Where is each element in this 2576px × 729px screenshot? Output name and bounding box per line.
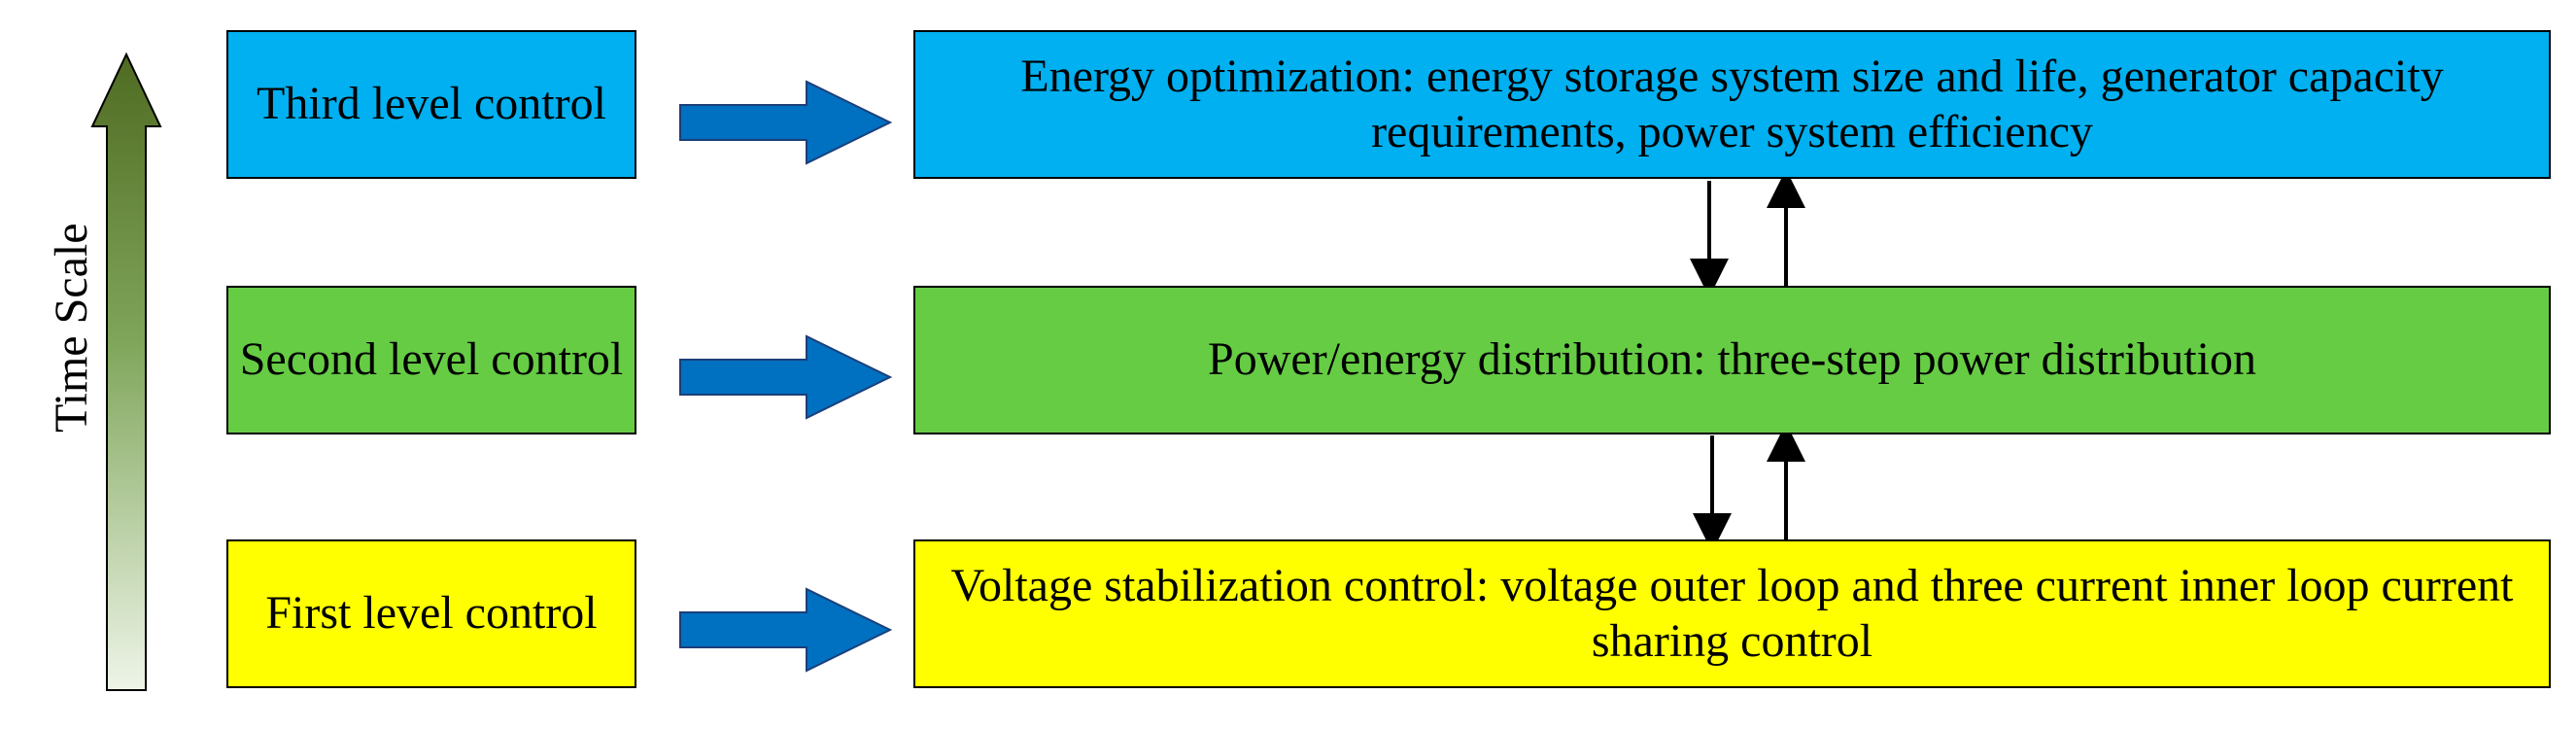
time-scale-label: Time Scale xyxy=(46,223,97,433)
right-block-arrow-icon xyxy=(679,334,893,420)
third-level-description-text: Energy optimization: energy storage syst… xyxy=(1020,50,2444,157)
right-block-arrow-icon xyxy=(679,80,893,165)
first-level-control-label: First level control xyxy=(265,587,598,640)
third-level-control-box: Third level control xyxy=(226,30,636,179)
second-level-control-label: Second level control xyxy=(239,333,624,386)
right-block-arrow-icon xyxy=(679,587,893,673)
time-arrow-icon xyxy=(90,52,162,691)
first-level-description-box: Voltage stabilization control: voltage o… xyxy=(913,539,2551,688)
third-level-description-box: Energy optimization: energy storage syst… xyxy=(913,30,2551,179)
third-level-control-label: Third level control xyxy=(257,78,606,130)
second-level-control-box: Second level control xyxy=(226,286,636,434)
first-level-control-box: First level control xyxy=(226,539,636,688)
second-level-description-text: Power/energy distribution: three-step po… xyxy=(1208,333,2256,386)
second-level-description-box: Power/energy distribution: three-step po… xyxy=(913,286,2551,434)
first-level-description-text: Voltage stabilization control: voltage o… xyxy=(950,559,2514,667)
